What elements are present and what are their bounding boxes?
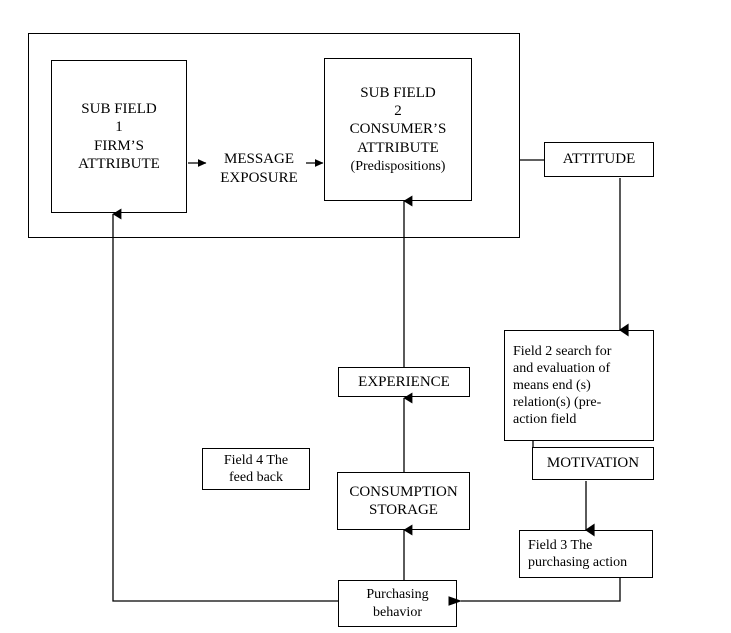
node-sub-field-1-label: SUB FIELD 1 FIRM’S ATTRIBUTE [78, 100, 160, 172]
node-motivation[interactable]: MOTIVATION [532, 447, 654, 480]
node-field-3-label: Field 3 The purchasing action [528, 537, 628, 570]
node-consumption-storage-label: CONSUMPTION STORAGE [349, 483, 458, 518]
node-sub-field-1[interactable]: SUB FIELD 1 FIRM’S ATTRIBUTE [51, 60, 187, 213]
node-purchasing-behavior[interactable]: Purchasing behavior [338, 580, 457, 627]
node-message-exposure[interactable]: MESSAGE EXPOSURE [209, 150, 309, 188]
node-experience[interactable]: EXPERIENCE [338, 367, 470, 397]
node-sub-field-2[interactable]: SUB FIELD 2 CONSUMER’S ATTRIBUTE (Predis… [324, 58, 472, 201]
node-attitude[interactable]: ATTITUDE [544, 142, 654, 177]
wire-field3-to-purchasing [448, 578, 621, 606]
node-field-2-label: Field 2 search for and evaluation of mea… [513, 343, 612, 428]
node-motivation-label: MOTIVATION [546, 455, 640, 472]
node-purchasing-behavior-label: Purchasing behavior [366, 587, 429, 620]
node-field-4[interactable]: Field 4 The feed back [202, 448, 310, 490]
node-experience-label: EXPERIENCE [358, 373, 450, 390]
node-consumption-storage[interactable]: CONSUMPTION STORAGE [337, 472, 470, 530]
wire-purchasing-feedback-to-subfield1 [112, 208, 338, 602]
node-field-4-label: Field 4 The feed back [223, 452, 289, 485]
node-sub-field-2-label: SUB FIELD 2 CONSUMER’S ATTRIBUTE (Predis… [349, 84, 447, 174]
node-message-exposure-label: MESSAGE EXPOSURE [220, 151, 298, 186]
node-attitude-label: ATTITUDE [562, 151, 636, 168]
node-field-2[interactable]: Field 2 search for and evaluation of mea… [504, 330, 654, 441]
node-field-3[interactable]: Field 3 The purchasing action [519, 530, 653, 578]
